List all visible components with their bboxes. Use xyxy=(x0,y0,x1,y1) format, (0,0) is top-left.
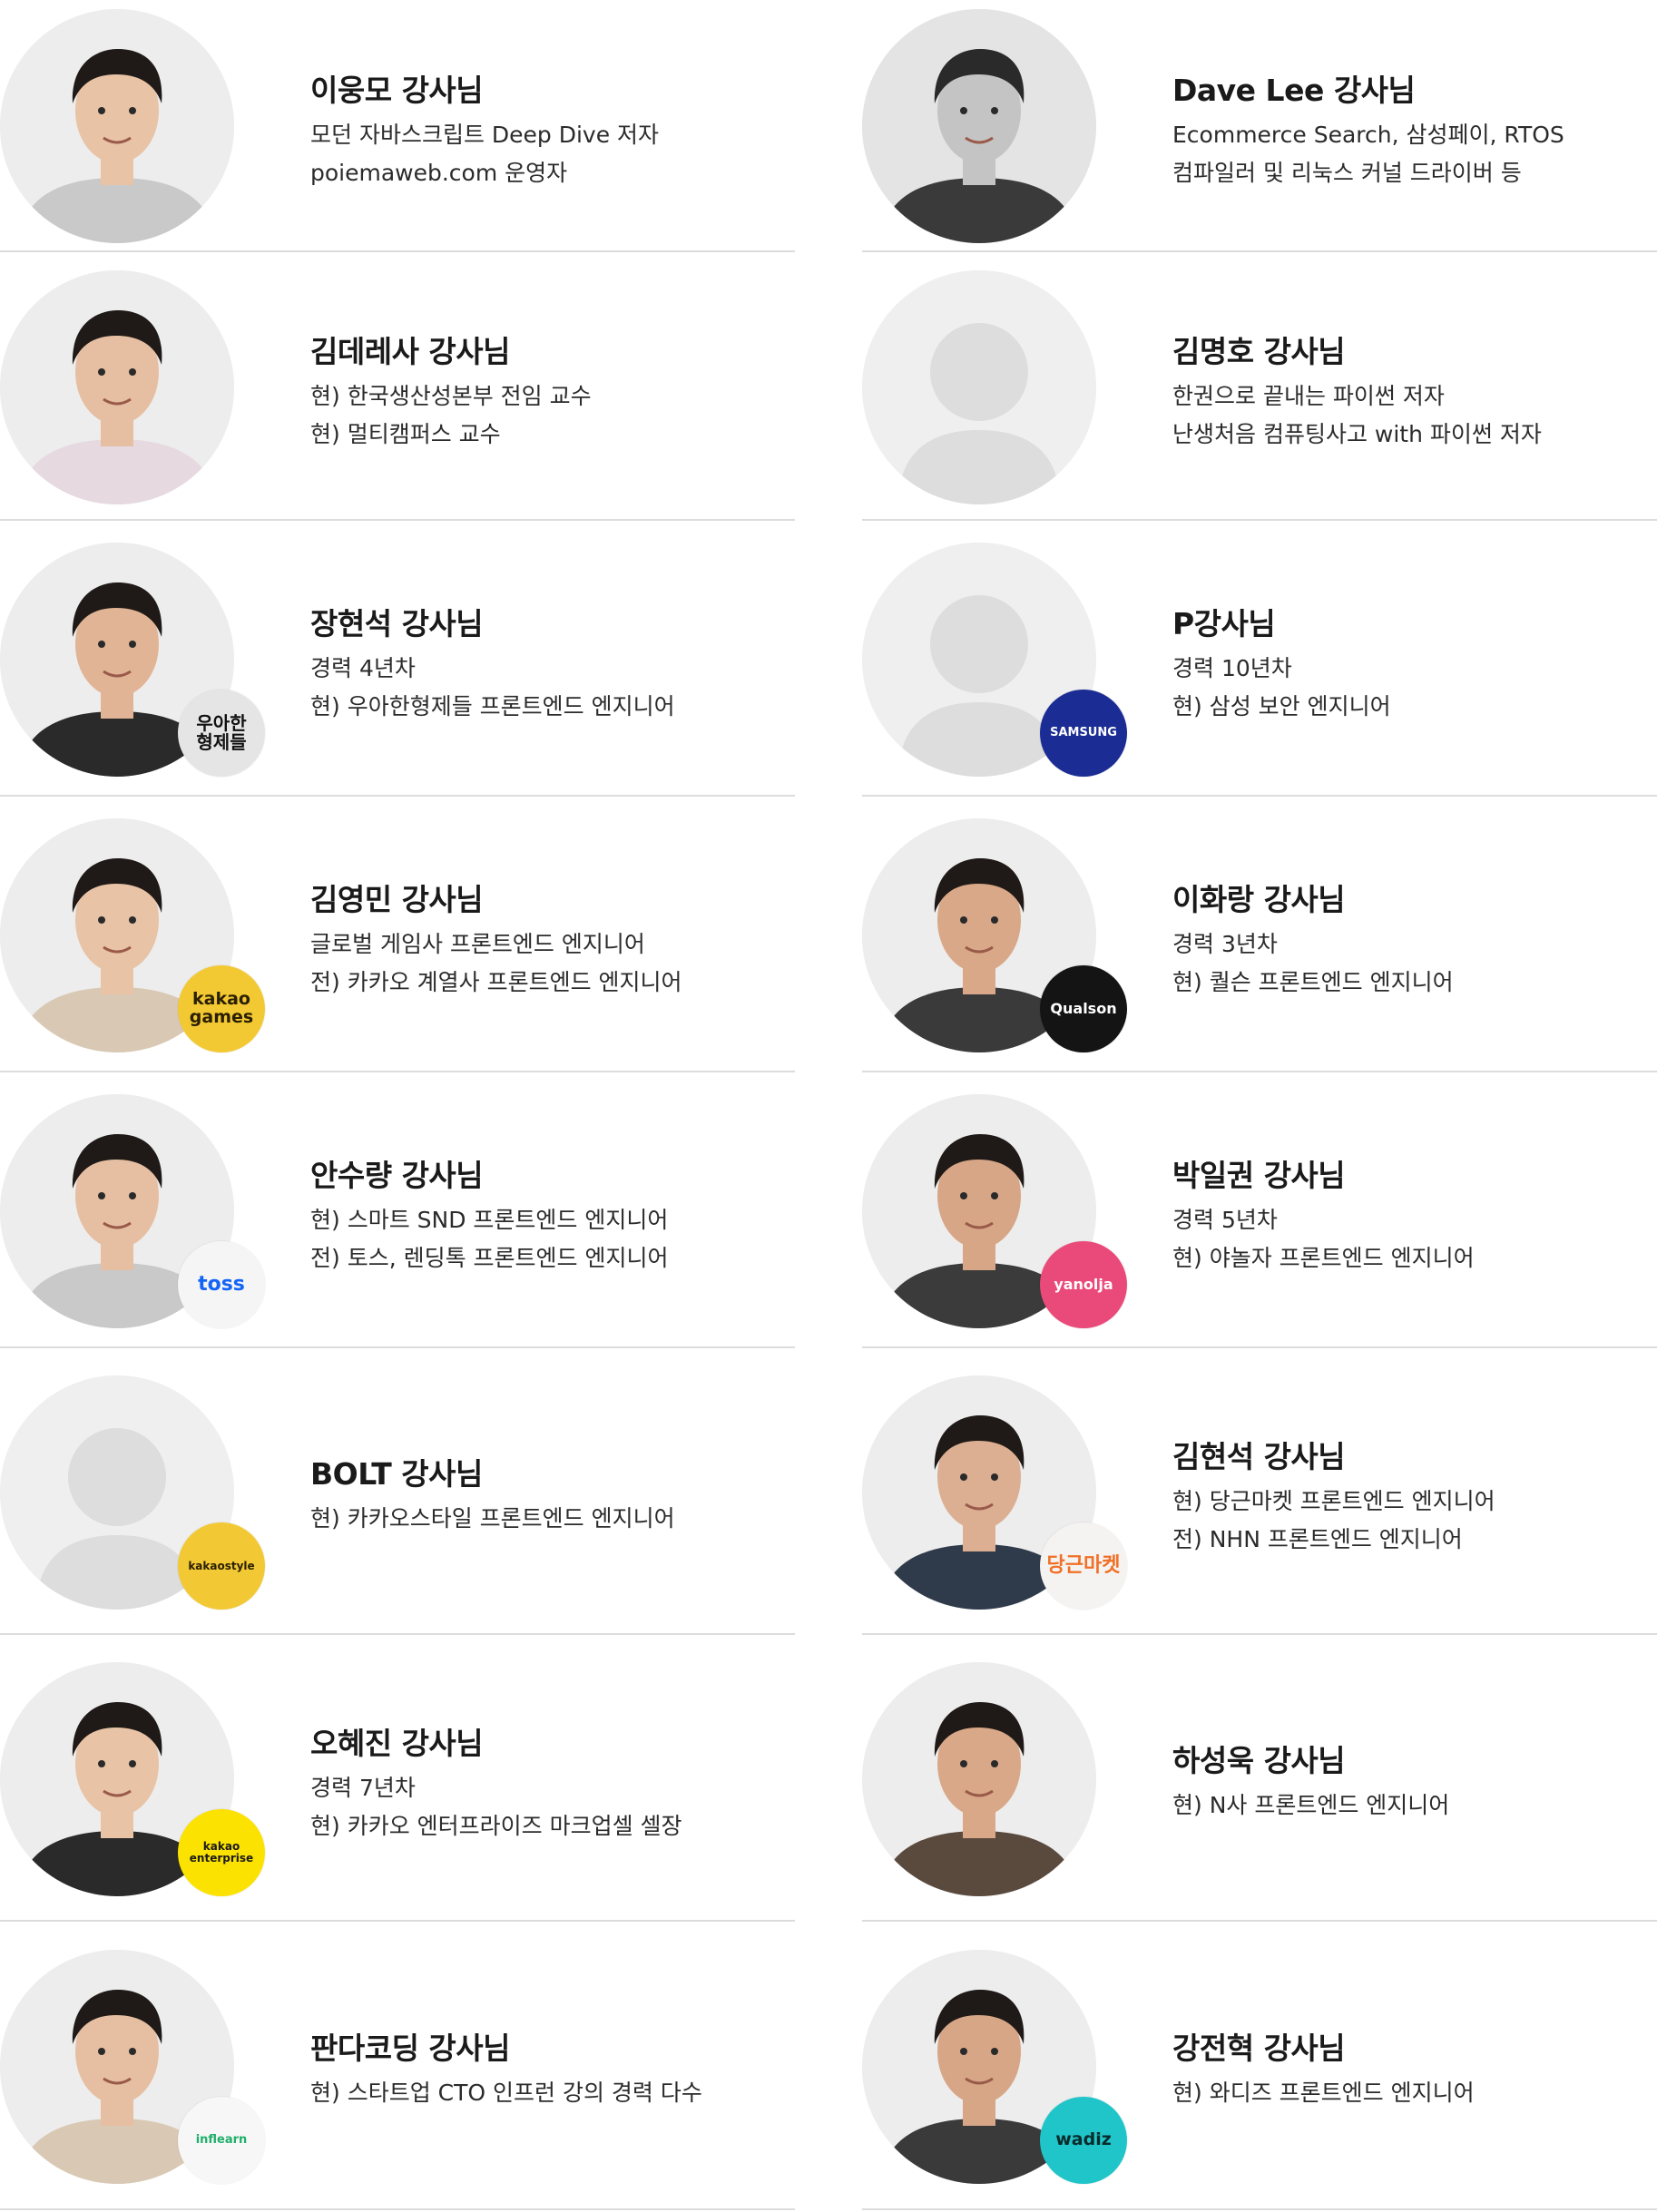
inflearn-logo-icon: inflearn xyxy=(178,2097,265,2184)
instructor-name: 박일권 강사님 xyxy=(1172,1158,1346,1193)
daangn-logo-icon: 당근마켓 xyxy=(1040,1522,1127,1610)
instructor-name: 이화랑 강사님 xyxy=(1172,882,1346,917)
badge-label: inflearn xyxy=(195,2133,248,2148)
instructor-description-line: 경력 3년차 xyxy=(1172,931,1278,957)
instructor-description-line: 전) 토스, 렌딩톡 프론트엔드 엔지니어 xyxy=(310,1245,669,1271)
instructor-name: 김명호 강사님 xyxy=(1172,334,1346,369)
badge-label: kakao enterprise xyxy=(189,1840,254,1865)
badge-label: 우아한 형제들 xyxy=(196,712,247,753)
instructor-description-line: 현) 카카오스타일 프론트엔드 엔지니어 xyxy=(310,1505,675,1532)
toss-logo-icon: toss xyxy=(178,1241,265,1328)
badge-label: yanolja xyxy=(1054,1275,1113,1293)
instructor-description-line: 현) 카카오 엔터프라이즈 마크업셀 셀장 xyxy=(310,1813,682,1839)
instructor-description-line: poiemaweb.com 운영자 xyxy=(310,160,568,186)
avatar-photo xyxy=(0,1094,234,1328)
kakaostyle-logo-icon: kakaostyle xyxy=(178,1522,265,1610)
instructor-name: 김현석 강사님 xyxy=(1172,1439,1346,1474)
avatar-photo xyxy=(0,270,234,504)
badge-label: Qualson xyxy=(1050,999,1117,1017)
instructor-description-line: 글로벌 게임사 프론트엔드 엔지니어 xyxy=(310,931,645,957)
instructor-name: 판다코딩 강사님 xyxy=(310,2031,511,2066)
instructor-description-line: 난생처음 컴퓨팅사고 with 파이썬 저자 xyxy=(1172,421,1542,447)
avatar-photo xyxy=(862,1662,1096,1896)
badge-label: 당근마켓 xyxy=(1046,1554,1121,1578)
qualson-logo-icon: Qualson xyxy=(1040,965,1127,1052)
badge-label: toss xyxy=(198,1273,245,1297)
instructor-name: 안수량 강사님 xyxy=(310,1158,484,1193)
instructor-name: 김영민 강사님 xyxy=(310,882,484,917)
instructor-description-line: 한권으로 끝내는 파이썬 저자 xyxy=(1172,383,1445,409)
avatar-photo xyxy=(862,9,1096,243)
instructor-description-line: Ecommerce Search, 삼성페이, RTOS xyxy=(1172,122,1564,148)
instructor-description-line: 현) N사 프론트엔드 엔지니어 xyxy=(1172,1792,1450,1818)
instructor-description-line: 현) 당근마켓 프론트엔드 엔지니어 xyxy=(1172,1488,1495,1514)
instructor-description-line: 현) 멀티캠퍼스 교수 xyxy=(310,421,501,447)
badge-label: kakaostyle xyxy=(188,1559,255,1572)
instructor-name: Dave Lee 강사님 xyxy=(1172,73,1416,108)
instructor-name: 오혜진 강사님 xyxy=(310,1726,484,1761)
instructor-description-line: 현) 퀄슨 프론트엔드 엔지니어 xyxy=(1172,969,1454,995)
instructor-description-line: 모던 자바스크립트 Deep Dive 저자 xyxy=(310,122,660,148)
badge-label: wadiz xyxy=(1055,2129,1112,2150)
badge-label: SAMSUNG xyxy=(1050,726,1117,740)
yanolja-logo-icon: yanolja xyxy=(1040,1241,1127,1328)
instructor-description-line: 현) 삼성 보안 엔지니어 xyxy=(1172,693,1391,719)
instructor-description-line: 경력 4년차 xyxy=(310,655,416,681)
instructor-description-line: 현) 야놀자 프론트엔드 엔지니어 xyxy=(1172,1245,1475,1271)
instructor-description-line: 전) 카카오 계열사 프론트엔드 엔지니어 xyxy=(310,969,682,995)
instructor-name: BOLT 강사님 xyxy=(310,1456,483,1492)
badge-label: kakao games xyxy=(189,989,254,1027)
instructor-name: 장현석 강사님 xyxy=(310,606,484,641)
instructor-description-line: 현) 스마트 SND 프론트엔드 엔지니어 xyxy=(310,1207,669,1233)
avatar-photo xyxy=(862,818,1096,1052)
instructor-description-line: 컴파일러 및 리눅스 커널 드라이버 등 xyxy=(1172,160,1522,186)
instructor-name: 강전혁 강사님 xyxy=(1172,2031,1346,2066)
instructor-description-line: 경력 7년차 xyxy=(310,1775,416,1801)
instructor-description-line: 경력 5년차 xyxy=(1172,1207,1278,1233)
avatar-placeholder xyxy=(862,543,1096,777)
instructor-description-line: 전) NHN 프론트엔드 엔지니어 xyxy=(1172,1526,1463,1552)
kakao-enterprise-logo-icon: kakao enterprise xyxy=(178,1809,265,1896)
instructor-description-line: 현) 스타트업 CTO 인프런 강의 경력 다수 xyxy=(310,2080,702,2106)
wadiz-logo-icon: wadiz xyxy=(1040,2097,1127,2184)
instructor-name: 김데레사 강사님 xyxy=(310,334,511,369)
kakao-games-logo-icon: kakao games xyxy=(178,965,265,1052)
instructor-card: Dave Lee 강사님 Ecommerce Search, 삼성페이, RTOS… xyxy=(862,0,1657,252)
instructor-name: P강사님 xyxy=(1172,606,1276,641)
instructor-description-line: 현) 한국생산성본부 전임 교수 xyxy=(310,383,592,409)
avatar-photo xyxy=(0,9,234,243)
instructor-description-line: 경력 10년차 xyxy=(1172,655,1292,681)
instructor-name: 하성욱 강사님 xyxy=(1172,1743,1346,1778)
woowahan-logo-icon: 우아한 형제들 xyxy=(178,690,265,777)
instructor-description-line: 현) 와디즈 프론트엔드 엔지니어 xyxy=(1172,2080,1475,2106)
avatar-placeholder xyxy=(862,270,1096,504)
instructor-description-line: 현) 우아한형제들 프론트엔드 엔지니어 xyxy=(310,693,675,719)
avatar-photo xyxy=(862,1375,1096,1610)
samsung-logo-icon: SAMSUNG xyxy=(1040,690,1127,777)
instructor-name: 이웅모 강사님 xyxy=(310,73,484,108)
